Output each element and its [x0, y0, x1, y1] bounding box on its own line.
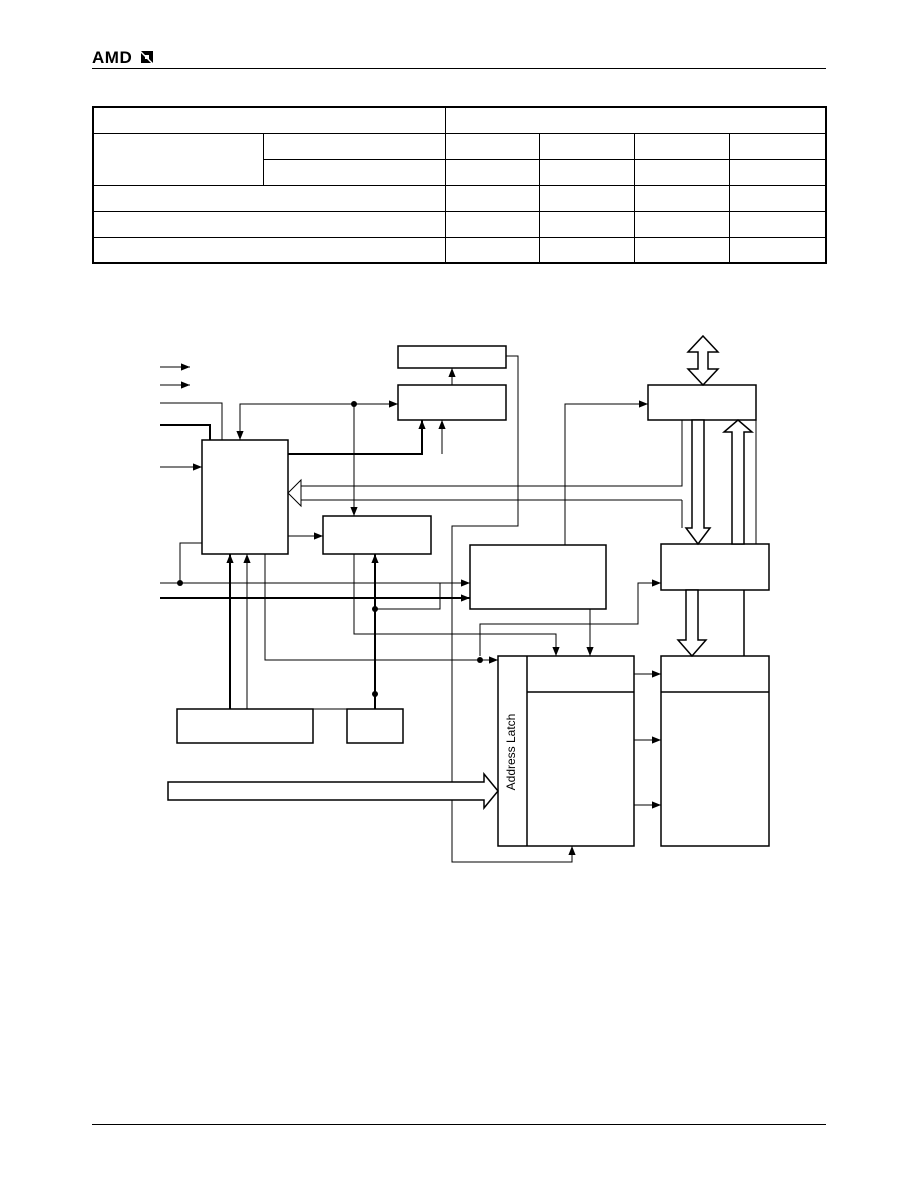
middle-control-block [322, 515, 432, 555]
data-latch-block [660, 543, 770, 591]
memory-array-block [660, 655, 770, 847]
junction-dot [477, 657, 483, 663]
amd-arrow-icon [141, 51, 153, 63]
io-return-arrowhead [287, 478, 302, 508]
table-cell [728, 236, 827, 264]
junction-dot [177, 580, 183, 586]
control-to-decoder-line [353, 554, 560, 656]
table-cell [444, 210, 541, 238]
table-cell [634, 184, 730, 212]
control-logic-block [201, 439, 289, 555]
table-cell [263, 132, 446, 160]
table-row [92, 184, 827, 212]
junction-line [375, 583, 441, 610]
header-rule [92, 68, 826, 69]
bottom-small-to-control-line [243, 554, 375, 710]
table-cell [444, 132, 541, 160]
amd-logo: AMD [92, 48, 153, 68]
top-small-block [397, 345, 507, 369]
junction-dot [351, 401, 357, 407]
table-row [92, 106, 827, 134]
feed-line [236, 403, 354, 440]
io-return-line [301, 420, 683, 487]
upper-register-block [397, 384, 507, 421]
bottom-feedback-line [451, 355, 576, 863]
table-cell [539, 236, 635, 264]
address-latch-label: Address Latch [504, 714, 518, 791]
decoder-block [497, 655, 635, 847]
table-row [92, 236, 827, 264]
input-line [160, 402, 223, 440]
table-row [92, 132, 827, 186]
data-bus-bidirectional-arrow [686, 334, 720, 387]
table-cell [444, 106, 827, 134]
control-bus-line [288, 420, 426, 455]
table-cell [634, 236, 730, 264]
specification-table [92, 106, 827, 264]
center-to-io-line [564, 400, 648, 545]
address-bus-arrow [167, 771, 499, 811]
table-cell [728, 184, 827, 212]
table-cell [539, 132, 635, 160]
table-cell [728, 210, 827, 238]
table-cell [539, 210, 635, 238]
brand-text: AMD [92, 48, 133, 67]
latch-to-data-line [479, 579, 661, 656]
table-cell [92, 184, 446, 212]
control-to-latch-line [264, 554, 498, 664]
io-buffer-block [647, 384, 757, 421]
bottom-small-block [346, 708, 404, 744]
bus-down-arrow [684, 419, 712, 546]
bus-up-arrow [721, 419, 755, 545]
input-line-bold [160, 424, 211, 440]
junction-dot [372, 691, 378, 697]
junction-dot [372, 606, 378, 612]
table-cell [444, 236, 541, 264]
bottom-left-block [176, 708, 314, 744]
loop-line [179, 542, 202, 583]
center-block [469, 544, 607, 610]
footer-rule [92, 1124, 826, 1125]
table-cell [444, 184, 541, 212]
bus-down-arrow [676, 589, 708, 658]
table-cell [92, 236, 446, 264]
table-cell [634, 210, 730, 238]
